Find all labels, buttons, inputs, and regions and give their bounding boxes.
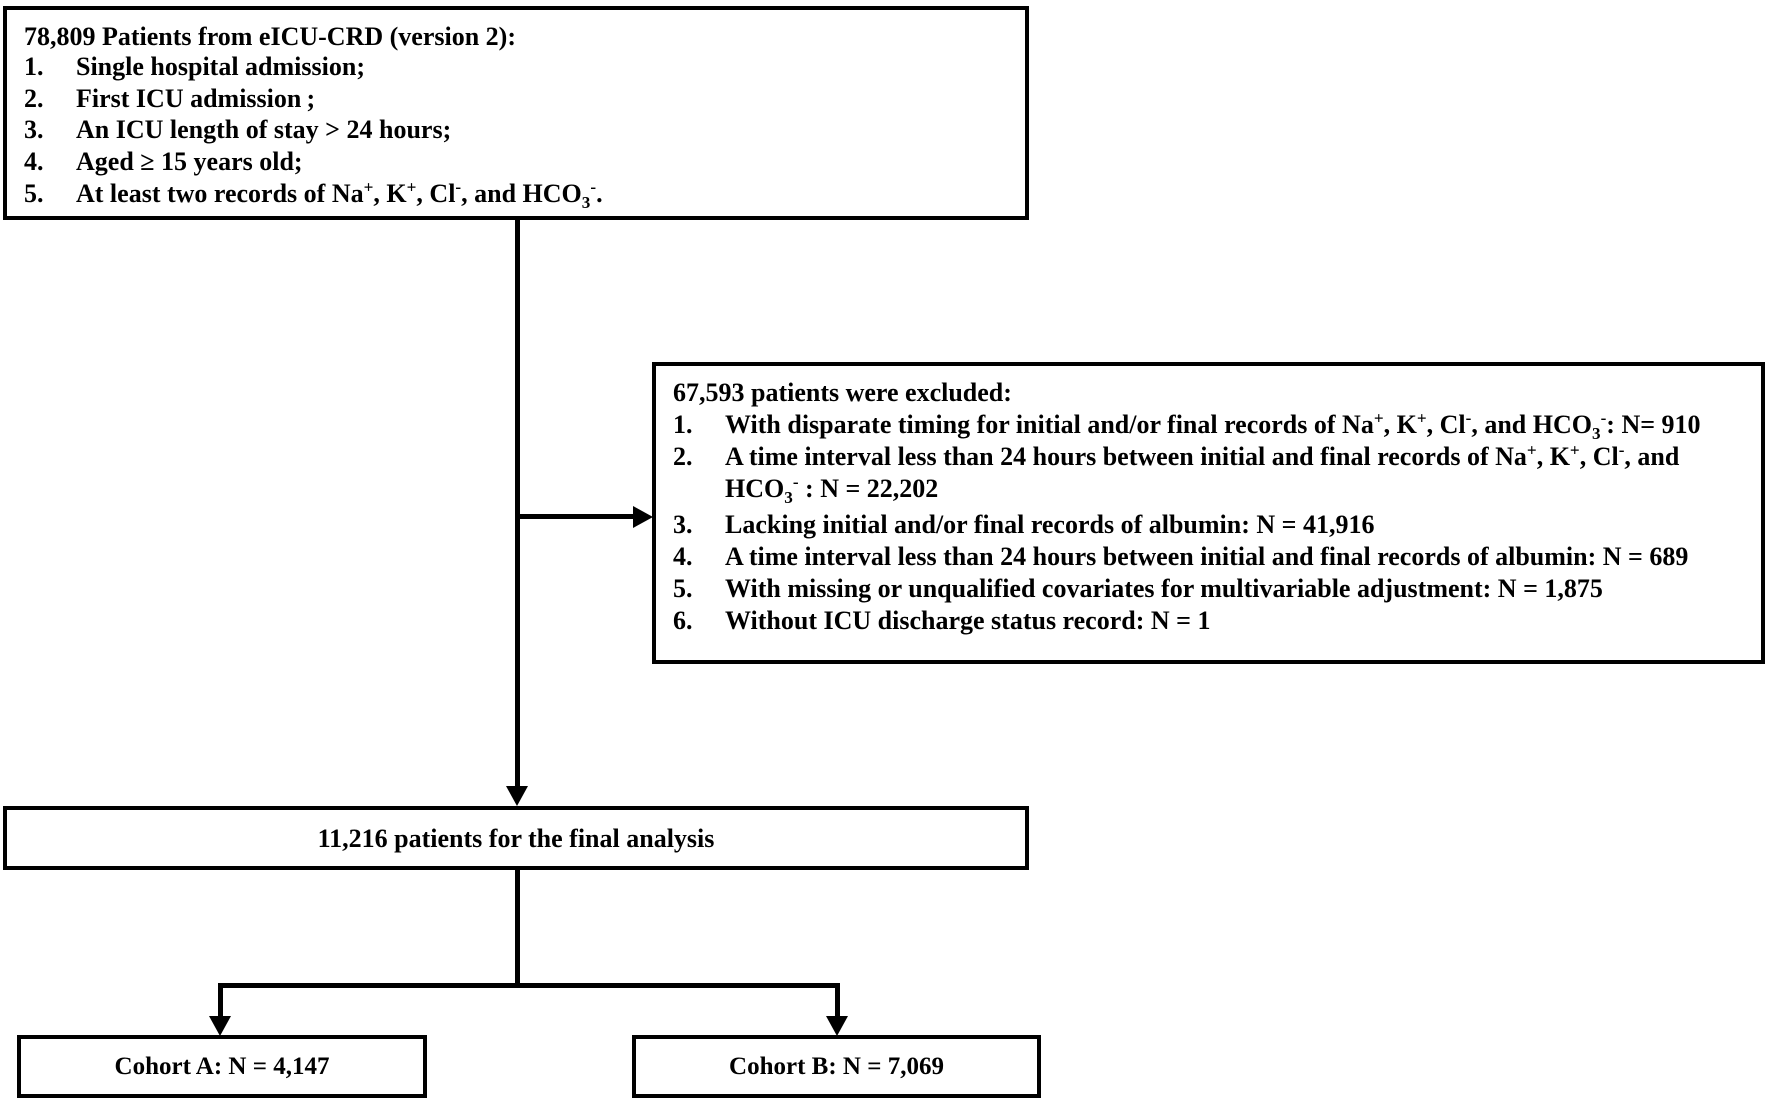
- excluded-item-6: 6. Without ICU discharge status record: …: [673, 606, 1210, 636]
- list-text: An ICU length of stay > 24 hours;: [76, 115, 452, 144]
- main-trunk-line: [515, 220, 520, 788]
- split-trunk-line: [515, 870, 520, 988]
- list-number: 5.: [24, 179, 44, 208]
- list-number: 1.: [673, 410, 693, 439]
- final-analysis-box: 11,216 patients for the final analysis: [3, 806, 1029, 870]
- source-cohort-item-4: 4. Aged ≥ 15 years old;: [24, 147, 303, 177]
- cohort-b-box: Cohort B: N = 7,069: [632, 1035, 1041, 1098]
- source-cohort-header: 78,809 Patients from eICU-CRD (version 2…: [24, 22, 516, 51]
- list-text: Lacking initial and/or final records of …: [725, 510, 1375, 539]
- list-number: 2.: [24, 84, 44, 113]
- cohort-a-box: Cohort A: N = 4,147: [17, 1035, 427, 1098]
- list-number: 2.: [673, 442, 693, 471]
- cohort-a-arrowhead: [209, 1016, 231, 1036]
- list-text: With disparate timing for initial and/or…: [725, 408, 1701, 444]
- exclusion-branch-line: [515, 514, 635, 519]
- list-number: 3.: [673, 510, 693, 539]
- list-text: First ICU admission ;: [76, 84, 316, 113]
- excluded-item-4: 4. A time interval less than 24 hours be…: [673, 542, 1688, 572]
- list-text: A time interval less than 24 hours betwe…: [725, 440, 1680, 471]
- source-cohort-item-5: 5. At least two records of Na+, K+, Cl-,…: [24, 177, 603, 213]
- excluded-item-2-continuation: HCO3- : N = 22,202: [673, 472, 939, 508]
- excluded-patients-box: 67,593 patients were excluded: 1. With d…: [652, 362, 1765, 664]
- list-number: 4.: [673, 542, 693, 571]
- excluded-item-3: 3. Lacking initial and/or final records …: [673, 510, 1374, 540]
- list-text: With missing or unqualified covariates f…: [725, 574, 1603, 603]
- source-cohort-item-3: 3. An ICU length of stay > 24 hours;: [24, 115, 451, 145]
- final-analysis-label: 11,216 patients for the final analysis: [317, 824, 715, 853]
- list-number: 4.: [24, 147, 44, 176]
- excluded-header: 67,593 patients were excluded:: [673, 378, 1012, 407]
- cohort-b-arrowhead: [826, 1016, 848, 1036]
- list-text: At least two records of Na+, K+, Cl-, an…: [76, 177, 603, 213]
- source-cohort-box: 78,809 Patients from eICU-CRD (version 2…: [3, 6, 1029, 220]
- excluded-item-5: 5. With missing or unqualified covariate…: [673, 574, 1603, 604]
- cohort-b-label: Cohort B: N = 7,069: [729, 1053, 944, 1080]
- list-text: Without ICU discharge status record: N =…: [725, 606, 1211, 635]
- list-text: A time interval less than 24 hours betwe…: [725, 542, 1689, 571]
- exclusion-branch-arrowhead: [633, 506, 653, 528]
- list-number: 6.: [673, 606, 693, 635]
- cohort-b-branch-line: [835, 983, 840, 1019]
- list-number: 5.: [673, 574, 693, 603]
- excluded-item-2: 2. A time interval less than 24 hours be…: [673, 440, 1680, 472]
- list-text: HCO3- : N = 22,202: [725, 472, 939, 508]
- source-cohort-item-2: 2. First ICU admission ;: [24, 84, 315, 114]
- cohort-a-label: Cohort A: N = 4,147: [114, 1053, 330, 1080]
- excluded-item-1: 1. With disparate timing for initial and…: [673, 408, 1701, 444]
- split-bar: [218, 983, 840, 988]
- source-cohort-item-1: 1. Single hospital admission;: [24, 52, 365, 82]
- list-text: Single hospital admission;: [76, 52, 365, 81]
- cohort-a-branch-line: [218, 983, 223, 1019]
- list-text: Aged ≥ 15 years old;: [76, 147, 303, 176]
- list-number: 1.: [24, 52, 44, 81]
- main-trunk-arrowhead: [506, 786, 528, 806]
- list-number: 3.: [24, 115, 44, 144]
